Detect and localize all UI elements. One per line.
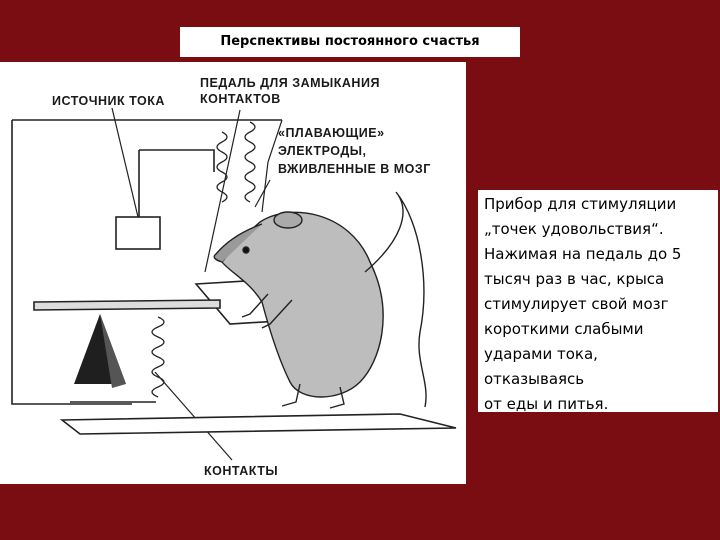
caption-line: Нажимая на педаль до 5 bbox=[484, 245, 682, 263]
wire-frame bbox=[11, 120, 132, 405]
caption-line: „точек удовольствия“. bbox=[484, 220, 664, 238]
pointer-electrodes bbox=[254, 179, 271, 208]
caption-line: ударами тока, bbox=[484, 345, 598, 363]
rat bbox=[213, 191, 427, 409]
caption-box: Прибор для стимуляции „точек удовольстви… bbox=[478, 190, 718, 413]
wire-box-right bbox=[139, 149, 215, 172]
label-pedal-line2: КОНТАКТОВ bbox=[200, 92, 281, 106]
caption-line: от еды и питья. bbox=[484, 395, 609, 413]
coil-right bbox=[244, 121, 256, 203]
power-source-box bbox=[115, 216, 161, 250]
caption-line: отказываясь bbox=[484, 370, 585, 388]
electrode-wire bbox=[261, 119, 283, 213]
apparatus-drawing bbox=[11, 107, 457, 461]
label-power-source: ИСТОЧНИК ТОКА bbox=[52, 94, 165, 108]
slide-title: Перспективы постоянного счастья bbox=[180, 27, 520, 57]
label-electrodes-line2: ЭЛЕКТРОДЫ, bbox=[278, 144, 367, 158]
label-electrodes-line1: «ПЛАВАЮЩИЕ» bbox=[278, 126, 385, 140]
caption-line: Прибор для стимуляции bbox=[484, 195, 677, 213]
caption-line: стимулирует свой мозг bbox=[484, 295, 669, 313]
coil-left bbox=[216, 131, 228, 203]
floor-platform bbox=[59, 413, 457, 435]
lever-plate bbox=[33, 299, 221, 311]
label-electrodes-line3: ВЖИВЛЕННЫЕ В МОЗГ bbox=[278, 162, 431, 176]
label-pedal-line1: ПЕДАЛЬ ДЛЯ ЗАМЫКАНИЯ bbox=[200, 76, 380, 90]
pointer-power bbox=[111, 107, 139, 218]
label-contacts: КОНТАКТЫ bbox=[204, 464, 279, 478]
caption-line: короткими слабыми bbox=[484, 320, 644, 338]
rat-stimulation-illustration: ИСТОЧНИК ТОКА ПЕДАЛЬ ДЛЯ ЗАМЫКАНИЯ КОНТА… bbox=[0, 62, 466, 484]
pointer-pedal bbox=[204, 109, 241, 273]
caption-line: тысяч раз в час, крыса bbox=[484, 270, 665, 288]
spring bbox=[151, 316, 165, 398]
pointer-contacts bbox=[154, 371, 233, 461]
